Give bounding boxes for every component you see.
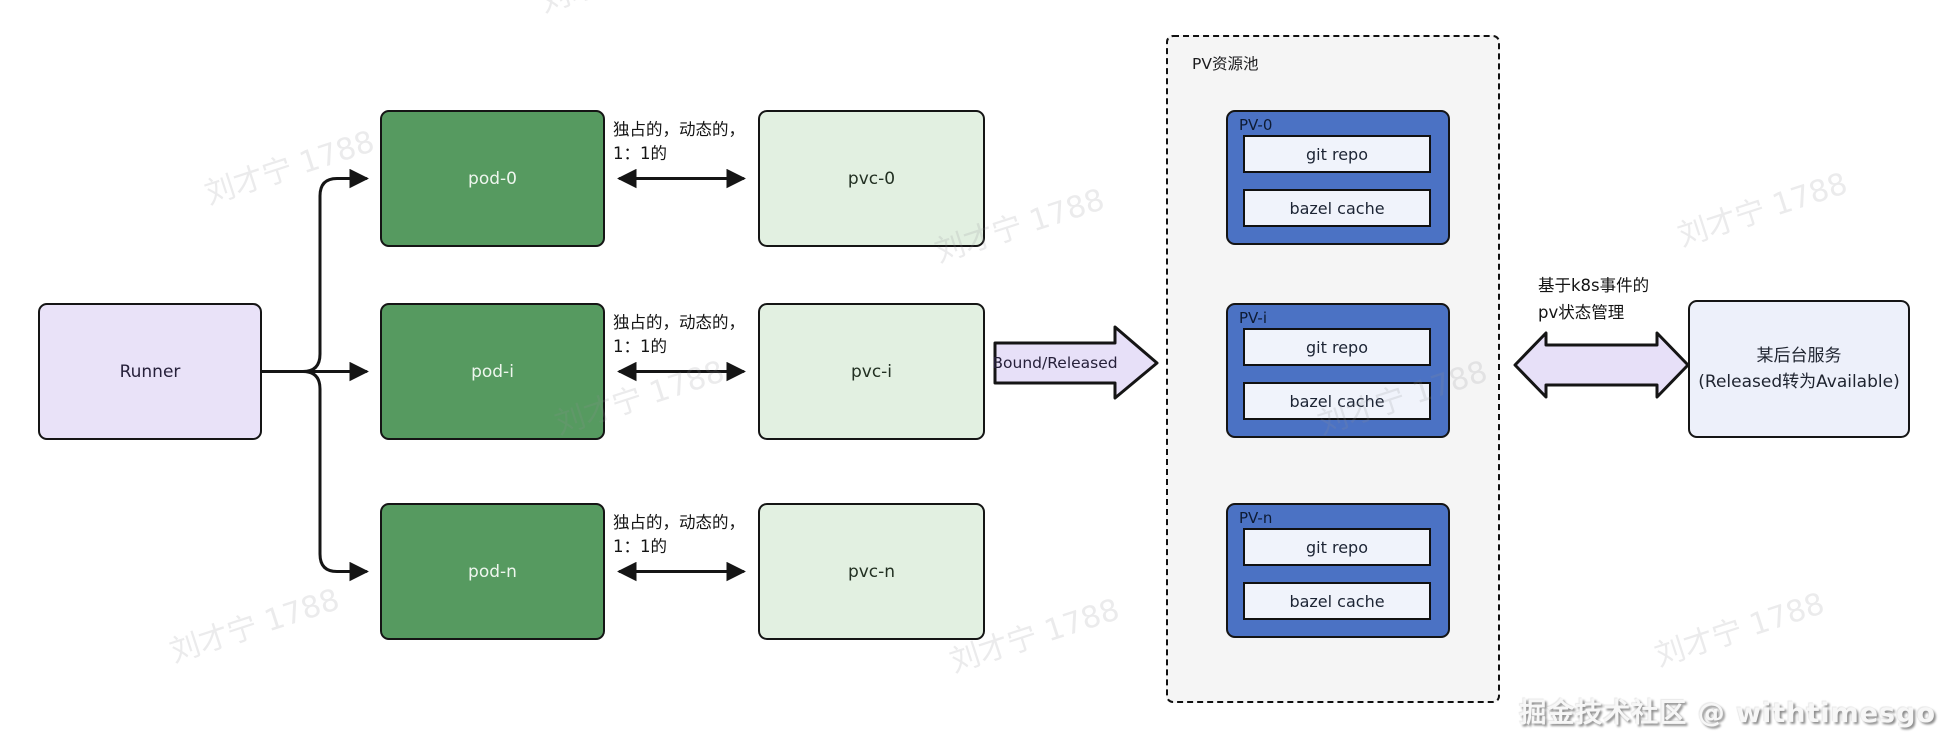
k8s-event-double-arrow: [1513, 331, 1690, 399]
edge-label-row-0: 独占的，动态的，1：1的: [613, 120, 745, 163]
pv-pool-title: PV资源池: [1192, 55, 1259, 73]
pvc-i-label: pvc-i: [850, 361, 893, 382]
bound-released-arrow: [993, 325, 1159, 400]
pv-0-node[interactable]: PV-0 git repo bazel cache: [1226, 110, 1450, 245]
pod-n-label: pod-n: [468, 561, 517, 582]
pv-i-git-repo[interactable]: git repo: [1243, 328, 1431, 366]
pv-0-bazel-cache[interactable]: bazel cache: [1243, 189, 1431, 227]
pv-0-git-repo[interactable]: git repo: [1243, 135, 1431, 173]
backend-service-title: 某后台服务: [1756, 345, 1842, 366]
pod-0-node[interactable]: pod-0: [380, 110, 605, 247]
pod-pvc-arrows: [617, 168, 746, 582]
pod-0-label: pod-0: [468, 168, 517, 189]
pv-0-label: PV-0: [1239, 116, 1273, 134]
pvc-i-node[interactable]: pvc-i: [758, 303, 985, 440]
pv-i-node[interactable]: PV-i git repo bazel cache: [1226, 303, 1450, 438]
pvc-n-label: pvc-n: [847, 561, 896, 582]
pv-i-label: PV-i: [1239, 309, 1268, 327]
pod-n-node[interactable]: pod-n: [380, 503, 605, 640]
runner-node[interactable]: Runner: [38, 303, 262, 440]
edge-label-row-2: 独占的，动态的，1：1的: [613, 513, 745, 556]
runner-label: Runner: [119, 361, 181, 382]
bound-released-label: Bound/Released: [992, 354, 1118, 372]
pv-n-label: PV-n: [1239, 509, 1273, 527]
pv-n-git-repo[interactable]: git repo: [1243, 528, 1431, 566]
pod-i-node[interactable]: pod-i: [380, 303, 605, 440]
backend-service-subtitle: (Released转为Available): [1698, 372, 1900, 392]
runner-fanout-arrows: [260, 168, 369, 582]
edge-label-row-1: 独占的，动态的，1：1的: [613, 313, 745, 356]
pv-n-node[interactable]: PV-n git repo bazel cache: [1226, 503, 1450, 638]
pvc-n-node[interactable]: pvc-n: [758, 503, 985, 640]
pod-i-label: pod-i: [471, 361, 514, 382]
pv-i-bazel-cache[interactable]: bazel cache: [1243, 382, 1431, 420]
credit-text: 掘金技术社区 @ withtimesgo: [1519, 698, 1936, 729]
pv-n-bazel-cache[interactable]: bazel cache: [1243, 582, 1431, 620]
backend-service-node[interactable]: 某后台服务 (Released转为Available): [1688, 300, 1910, 438]
pvc-0-node[interactable]: pvc-0: [758, 110, 985, 247]
pvc-0-label: pvc-0: [847, 168, 896, 189]
